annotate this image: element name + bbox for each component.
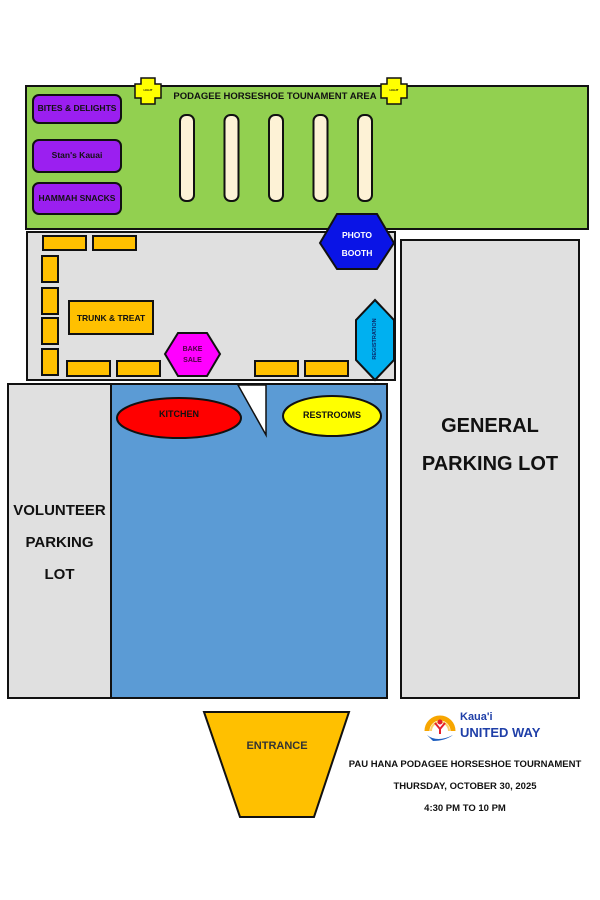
- horseshoe-pit: [179, 114, 195, 202]
- kitchen: [116, 397, 242, 439]
- booth-spot: [41, 348, 59, 376]
- restrooms-label: RESTROOMS: [302, 410, 361, 420]
- booth-spot: [92, 235, 137, 251]
- united-way-emblem-icon: [424, 715, 456, 741]
- general-parking-lot: [400, 239, 580, 699]
- united-way-logo: Kaua'i UNITED WAY: [423, 709, 543, 749]
- general-parking-line2: PARKING LOT: [421, 453, 559, 475]
- volunteer-parking-lot: [7, 383, 112, 699]
- volunteer-parking-line2: PARKING: [25, 534, 94, 551]
- registration-label: REGISTRATION: [372, 318, 378, 360]
- food-vendor-hammah-snacks: [32, 182, 122, 215]
- photo-booth-label: PHOTO BOOTH: [320, 226, 394, 262]
- food-vendor-label: BITES & DELIGHTS: [37, 103, 117, 113]
- registration: [355, 298, 395, 382]
- bake-sale-label-line2: SALE: [183, 357, 202, 364]
- entrance-label: ENTRANCE: [246, 740, 308, 752]
- booth-spot: [66, 360, 111, 377]
- horseshoe-pit: [357, 114, 373, 202]
- trunk-and-treat: [68, 300, 154, 335]
- kitchen-label: KITCHEN: [159, 409, 199, 419]
- logo-line1: Kaua'i: [460, 711, 493, 723]
- booth-spot: [41, 287, 59, 315]
- booth-spot: [254, 360, 299, 377]
- bake-sale-label: BAKE SALE: [165, 344, 220, 366]
- restrooms: [282, 395, 382, 437]
- light-marker-label: LIGHT: [143, 88, 153, 92]
- trunk-and-treat-label: TRUNK & TREAT: [76, 313, 146, 323]
- light-marker: [380, 77, 408, 105]
- food-vendor-label: HAMMAH SNACKS: [38, 193, 116, 203]
- event-title: PAU HANA PODAGEE HORSESHOE TOURNAMENT: [348, 759, 582, 770]
- booth-spot: [41, 255, 59, 283]
- food-vendor-label: Stan's Kauai: [51, 150, 103, 160]
- bake-sale-label-line1: BAKE: [182, 346, 203, 353]
- general-parking-line1: GENERAL: [441, 415, 539, 437]
- light-marker-label: LIGHT: [389, 88, 399, 92]
- logo-line2: UNITED WAY: [460, 725, 541, 740]
- horseshoe-pit: [223, 114, 240, 202]
- photo-booth-label-line2: BOOTH: [341, 248, 373, 258]
- booth-spot: [41, 317, 59, 345]
- booth-spot: [116, 360, 161, 377]
- volunteer-parking-line3: LOT: [44, 566, 75, 583]
- volunteer-parking-line1: VOLUNTEER: [13, 502, 106, 519]
- volunteer-parking-label: VOLUNTEER PARKING LOT: [8, 495, 111, 591]
- food-vendor-bites-and-delights: [32, 94, 122, 124]
- event-time: 4:30 PM TO 10 PM: [424, 803, 506, 814]
- event-date: THURSDAY, OCTOBER 30, 2025: [393, 781, 537, 792]
- bake-sale: [163, 332, 222, 377]
- booth-spot: [42, 235, 87, 251]
- tournament-area-label: PODAGEE HORSESHOE TOUNAMENT AREA: [173, 91, 377, 102]
- horseshoe-pit: [268, 114, 284, 202]
- booth-spot: [304, 360, 349, 377]
- food-vendor-stans-kauai: [32, 139, 122, 173]
- trunk-and-treat-spots: [41, 235, 349, 377]
- general-parking-label: GENERAL PARKING LOT: [401, 407, 579, 483]
- photo-booth-label-line1: PHOTO: [341, 230, 373, 240]
- entrance: [202, 711, 351, 818]
- light-marker: [134, 77, 162, 105]
- building-doorway: [236, 384, 267, 438]
- photo-booth: [318, 213, 396, 270]
- horseshoe-pit: [312, 114, 329, 202]
